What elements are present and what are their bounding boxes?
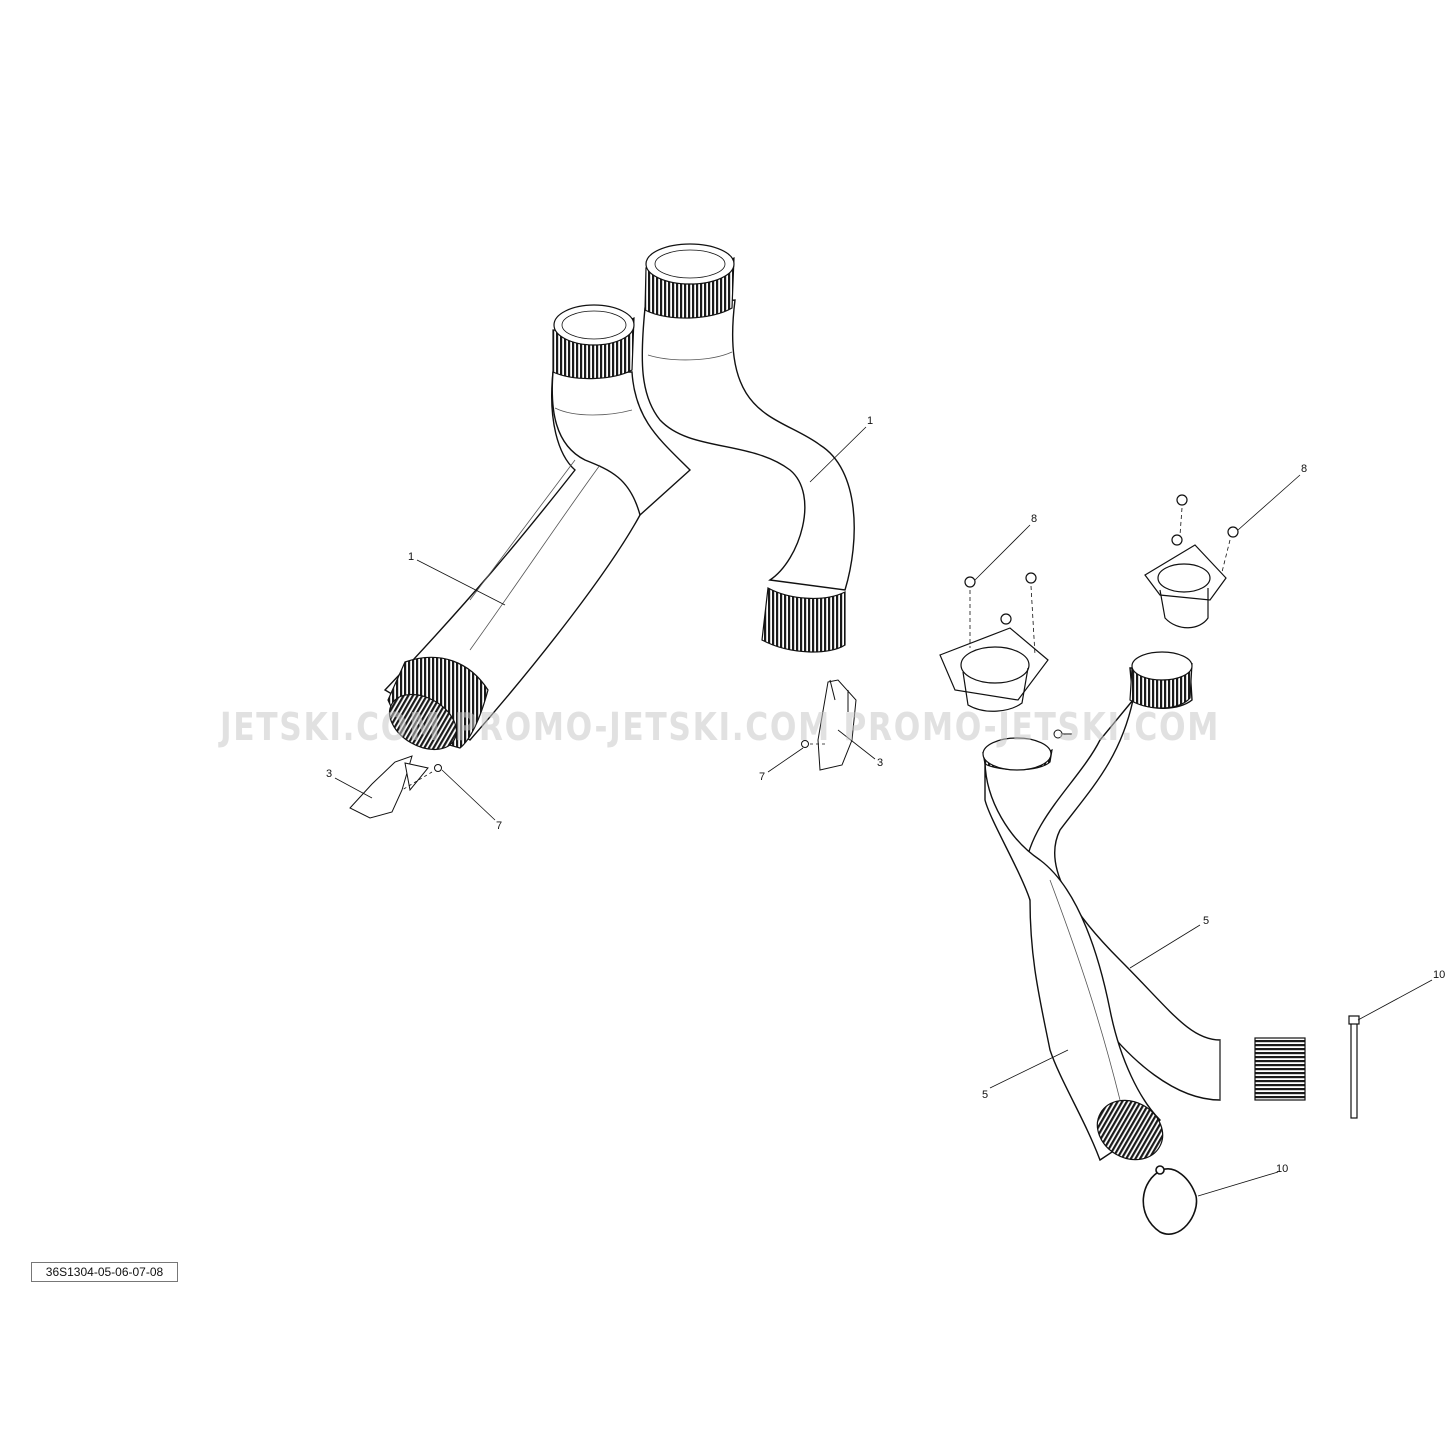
screw-near-hose-5 [1053,729,1072,739]
flange-right-part-8 [1144,494,1239,629]
hose-1-body-join [469,459,576,601]
hose-1-long-leg [383,371,641,741]
leader-1-upper [809,426,867,483]
bracket-right-body [817,679,857,771]
leader-10-ring [1197,1171,1279,1197]
cuff-5-bottom-outlet [1096,1099,1164,1161]
leader-1-lower [416,559,506,606]
cuff-outlet-left-mouth [388,693,458,751]
flange-left-dash-2 [1030,585,1036,656]
callout-5-lower: 5 [982,1089,988,1101]
callout-8-left: 8 [1031,513,1037,525]
flange-left-bore [960,646,1030,684]
callout-10-rod: 10 [1433,969,1445,981]
hose-1-s-bend [641,299,855,591]
callout-7-right: 7 [759,771,765,783]
cuff-inlet-right-rim [654,249,726,279]
clamp-ring-part-10 [1142,1165,1198,1235]
rod-shaft [1350,1021,1358,1119]
flange-right-dash-1 [1179,507,1183,536]
rod-head [1348,1015,1360,1025]
callout-1-upper: 1 [867,415,873,427]
cuff-5-top-left-mouth [982,737,1052,771]
callout-labels: 1 1 3 7 3 7 8 8 5 5 10 10 [326,415,1445,1175]
flange-right-bore [1157,563,1211,593]
screw-8b-right [1171,534,1183,546]
bracket-left-tab [404,762,429,792]
hose-1-seam [554,407,633,416]
callout-8-right: 8 [1301,463,1307,475]
leader-5-lower [989,1049,1069,1089]
cuff-5-right-outlet [1254,1037,1306,1101]
screw-8a-left [964,576,976,588]
callout-10-ring: 10 [1276,1163,1288,1175]
screw-8b-left [1025,572,1037,584]
leader-3-right [837,729,876,760]
callout-3-right: 3 [877,757,883,769]
cuff-5-top-right-mouth [1131,651,1193,681]
hose-1-left-riser [551,371,692,517]
flange-left-neck [962,667,1029,712]
clamp-ring-head [1155,1165,1165,1175]
bracket-left-part-3 [349,755,442,819]
callout-5-upper: 5 [1203,915,1209,927]
leader-10-rod [1357,979,1433,1021]
hose-1-seam-2 [647,351,733,361]
hose-5-lower [984,759,1162,1162]
hose-1-cuffs [387,243,846,751]
cuff-inlet-left-rim [561,310,627,340]
screw-7-left [434,764,442,772]
leader-5-upper [1129,924,1201,969]
diagram-reference-code: 36S1304-05-06-07-08 [31,1262,178,1282]
bracket-right-part-3 [801,679,857,771]
screw-7-right [801,740,809,748]
flange-left-part-8 [939,572,1049,712]
hose-1-inner-line [469,464,601,651]
hose-5-cuffs [982,651,1306,1161]
clamp-ring-loop [1142,1168,1198,1235]
leader-3-left [334,777,373,799]
callout-3-left: 3 [326,768,332,780]
watermark-text: JETSKI.COM PROMO-JETSKI.COM PROMO-JETSKI… [218,705,1220,749]
bracket-left-body [349,755,413,819]
screw-8c-right [1227,526,1239,538]
callout-7-left: 7 [496,820,502,832]
leader-lines [334,426,1433,1197]
screw-8c-left [1000,613,1012,625]
screw-8a-right [1176,494,1188,506]
cuff-outlet-right [761,587,846,653]
hose-5-center-line [1049,879,1121,1101]
leader-7-left [441,769,496,821]
rod-part-10 [1348,1015,1360,1119]
leader-8-left [974,524,1031,581]
flange-right-neck [1159,588,1209,629]
bracket-right-arms [829,679,849,712]
callout-1-lower: 1 [408,551,414,563]
flange-right-dash-2 [1221,539,1231,573]
leader-7-right [767,747,804,773]
hose-assembly-part-1 [383,299,855,741]
leader-8-right [1237,474,1301,531]
